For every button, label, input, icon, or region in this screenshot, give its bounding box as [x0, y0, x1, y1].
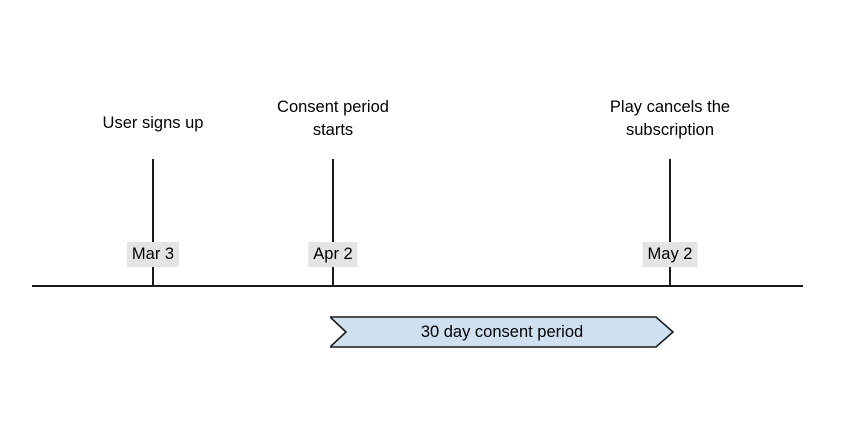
marker-title-line: User signs up — [102, 114, 204, 132]
consent-period-band-shape — [330, 316, 674, 348]
marker-stem-user-signs-up — [152, 159, 154, 287]
timeline-axis-line — [32, 285, 803, 287]
marker-title-line: subscription — [625, 121, 715, 139]
marker-title-line: Play cancels the — [609, 98, 731, 116]
marker-date-play-cancels-subscription: May 2 — [642, 242, 698, 267]
arrow-banner-icon — [330, 316, 674, 348]
marker-title-line: starts — [312, 121, 354, 139]
marker-date-user-signs-up: Mar 3 — [126, 242, 180, 267]
marker-title-play-cancels-subscription: Play cancels the subscription — [610, 96, 730, 142]
marker-stem-play-cancels-subscription — [669, 159, 671, 287]
marker-title-consent-period-starts: Consent period starts — [277, 96, 389, 142]
marker-stem-consent-period-starts — [332, 159, 334, 287]
consent-period-band: 30 day consent period — [330, 316, 674, 348]
marker-date-consent-period-starts: Apr 2 — [308, 242, 358, 267]
marker-title-user-signs-up: User signs up — [103, 112, 204, 135]
marker-title-line: Consent period — [277, 98, 389, 116]
